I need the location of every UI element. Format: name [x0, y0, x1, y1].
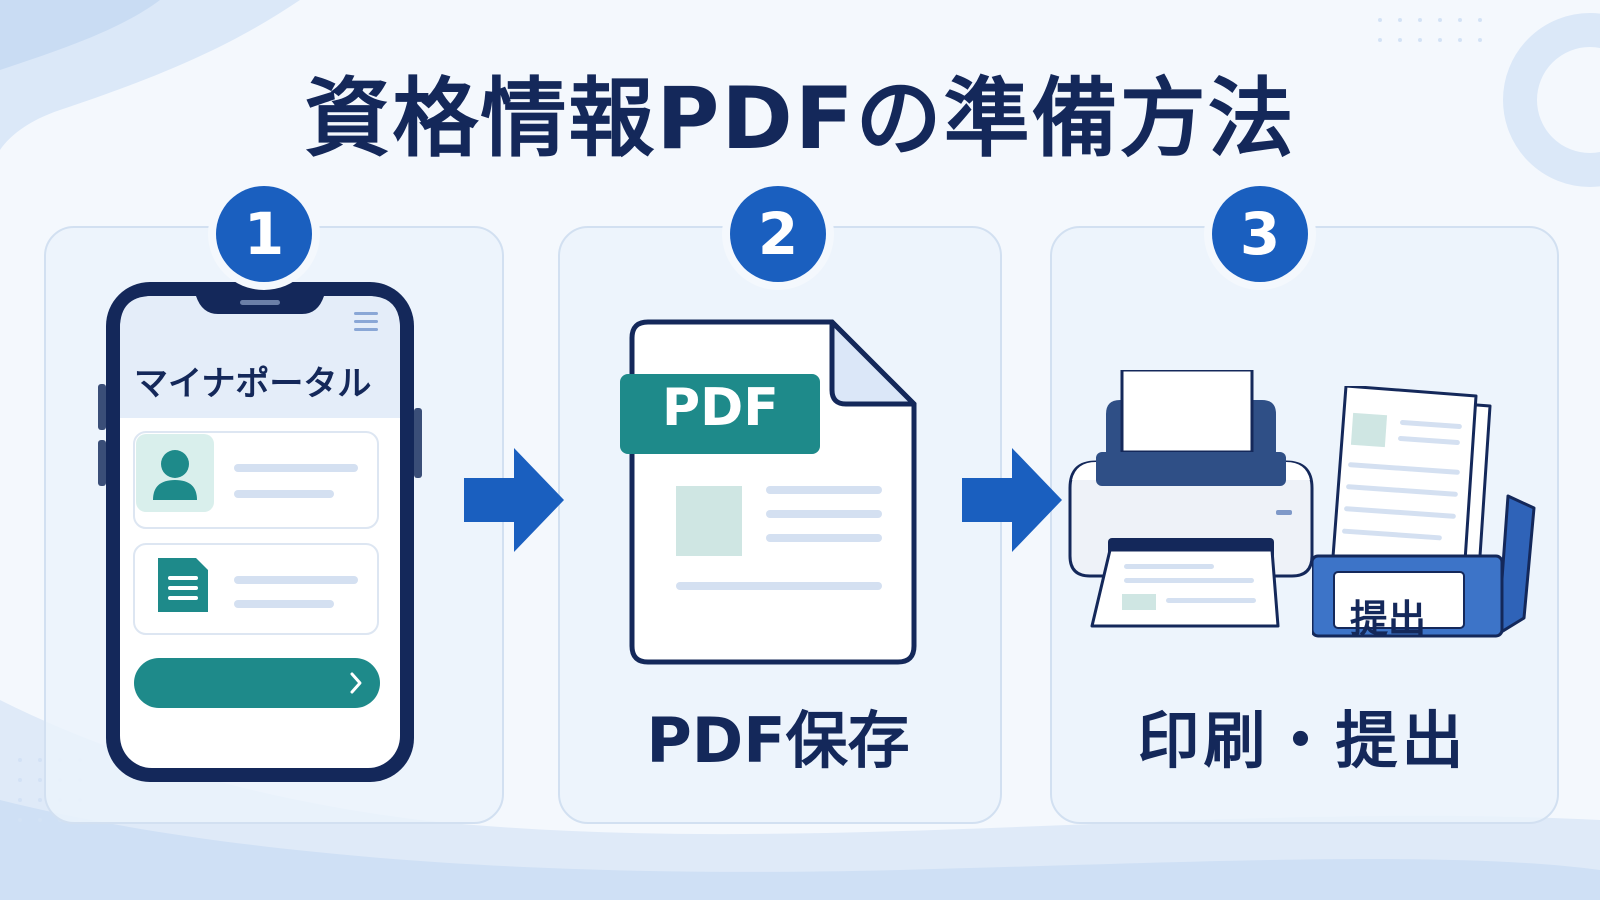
user-icon — [153, 450, 197, 500]
arrow-right-icon — [962, 448, 1062, 552]
smartphone-icon — [98, 282, 422, 782]
step-3-badge: 3 — [1212, 186, 1308, 282]
pdf-file-icon — [620, 319, 917, 665]
chevron-right-icon — [350, 672, 362, 694]
submission-tray-icon — [1312, 386, 1536, 638]
menu-icon — [354, 312, 378, 331]
document-icon — [158, 558, 208, 612]
step-3-caption: 印刷・提出 — [1137, 704, 1468, 777]
phone-app-title: マイナポータル — [134, 364, 372, 404]
tray-label: 提出 — [1350, 597, 1427, 641]
printer-icon — [1068, 370, 1314, 628]
pdf-tag-label: PDF — [662, 378, 779, 438]
step-2-caption: PDF保存 — [646, 704, 910, 777]
step-1-badge: 1 — [216, 186, 312, 282]
step-2-badge: 2 — [730, 186, 826, 282]
page-title: 資格情報PDFの準備方法 — [304, 69, 1296, 169]
arrow-right-icon — [464, 448, 564, 552]
